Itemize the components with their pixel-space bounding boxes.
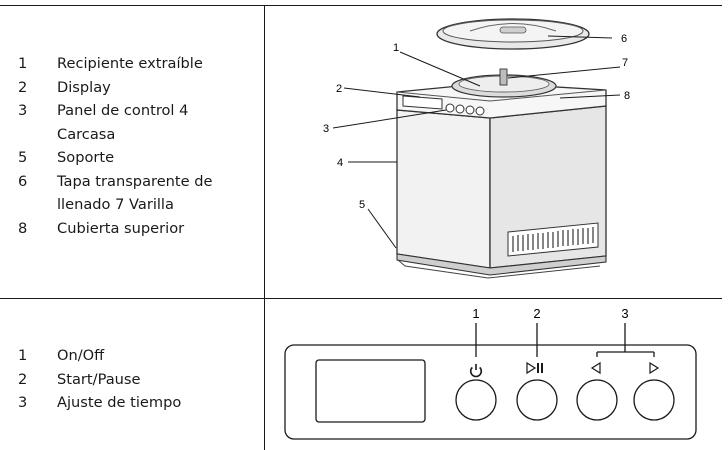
- play-pause-icon: [526, 361, 543, 375]
- legend-number: 1: [18, 347, 28, 364]
- panel-callout-3: 3: [621, 306, 628, 321]
- power-icon: [469, 364, 483, 378]
- table-row-divider: [0, 298, 722, 299]
- callout-4: 4: [337, 157, 343, 169]
- transparent-lid: [436, 18, 590, 50]
- callout-5: 5: [359, 199, 365, 211]
- callout-2: 2: [336, 83, 342, 95]
- legend-number: 3: [18, 102, 28, 119]
- legend-number: 5: [18, 149, 28, 166]
- table-top-border: [0, 5, 722, 6]
- callout-3: 3: [323, 123, 329, 135]
- control-panel-diagram: 1 2 3: [284, 306, 697, 440]
- legend-number: 6: [18, 172, 28, 190]
- start-pause-button[interactable]: [516, 379, 558, 421]
- control-panel-drawing: [402, 95, 485, 116]
- legend-text: Recipiente extraíble: [57, 55, 203, 72]
- triangle-left-icon: [590, 361, 601, 375]
- triangle-right-icon: [649, 361, 660, 375]
- legend-number: 1: [18, 55, 28, 72]
- legend-text: Display: [57, 78, 111, 96]
- legend-number: 8: [18, 219, 28, 237]
- legend-text: Ajuste de tiempo: [57, 394, 182, 411]
- legend-text: llenado 7 Varilla: [57, 196, 174, 213]
- time-decrease-button[interactable]: [576, 379, 618, 421]
- table-column-divider: [264, 5, 265, 450]
- panel-callout-leaders: [475, 323, 655, 357]
- callout-leaders: [332, 35, 621, 249]
- legend-text: Start/Pause: [57, 370, 141, 388]
- panel-callout-2: 2: [533, 306, 540, 321]
- callout-8: 8: [624, 90, 630, 102]
- time-increase-button[interactable]: [633, 379, 675, 421]
- panel-callout-1: 1: [472, 306, 479, 321]
- callout-1: 1: [393, 42, 399, 54]
- legend-text: Cubierta superior: [57, 219, 185, 237]
- legend-number: 2: [18, 370, 28, 388]
- vent-grille: [507, 222, 599, 257]
- ice-cream-maker-illustration: 1 2 3 4 5 6 7 8: [323, 18, 630, 279]
- housing: [396, 105, 607, 279]
- legend-text: Tapa transparente de: [57, 172, 213, 190]
- callout-6: 6: [621, 33, 627, 45]
- legend-number: 2: [18, 78, 28, 96]
- callout-7: 7: [622, 57, 628, 69]
- display-screen: [315, 359, 426, 423]
- on-off-button[interactable]: [455, 379, 497, 421]
- legend-text: Carcasa: [57, 125, 116, 143]
- legend-text: Panel de control 4: [57, 102, 189, 119]
- legend-number: 3: [18, 394, 28, 411]
- legend-text: On/Off: [57, 347, 105, 364]
- legend-text: Soporte: [57, 149, 115, 166]
